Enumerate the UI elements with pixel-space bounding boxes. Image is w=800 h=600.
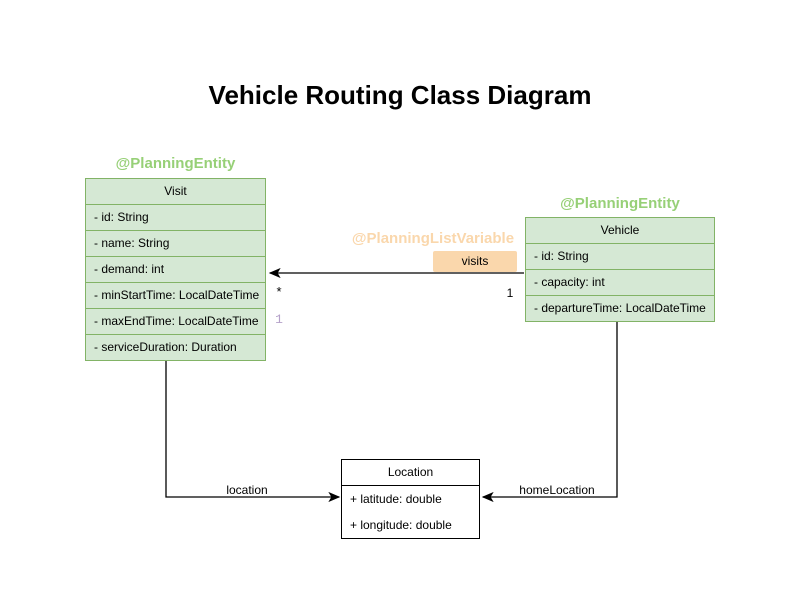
- visit-attribute-service-duration: - serviceDuration: Duration: [94, 340, 237, 354]
- planning-list-variable-annotation: @PlanningListVariable: [351, 230, 515, 247]
- vehicle-planning-entity-annotation: @PlanningEntity: [560, 195, 680, 212]
- visits-edge-label: visits: [433, 251, 517, 272]
- visit-attribute-demand: - demand: int: [86, 257, 265, 283]
- diagram-title: Vehicle Routing Class Diagram: [208, 80, 592, 110]
- home-location-edge: [483, 321, 618, 497]
- location-class-title: Location: [342, 460, 479, 486]
- vehicle-class: Vehicle - id: String - capacity: int - d…: [525, 217, 715, 322]
- visit-attribute-id: - id: String: [86, 205, 265, 231]
- location-edge-label: location: [226, 483, 268, 497]
- visits-multiplicity-one: 1: [506, 286, 514, 300]
- visit-class-title: Visit: [86, 179, 265, 205]
- visits-secondary-index-label: 1: [275, 312, 283, 327]
- visit-attribute-min-start-time: - minStartTime: LocalDateTime: [86, 283, 265, 309]
- home-location-edge-label: homeLocation: [519, 483, 595, 497]
- vehicle-attribute-capacity: - capacity: int: [526, 270, 714, 296]
- visit-planning-entity-annotation: @PlanningEntity: [115, 155, 236, 172]
- location-edge: [165, 360, 339, 497]
- vehicle-attribute-id: - id: String: [526, 244, 714, 270]
- visits-multiplicity-many: *: [276, 284, 282, 299]
- vehicle-attribute-departure-time: - departureTime: LocalDateTime: [534, 301, 706, 315]
- visit-attribute-max-end-time: - maxEndTime: LocalDateTime: [86, 309, 265, 335]
- visit-attribute-name: - name: String: [86, 231, 265, 257]
- location-attribute-latitude: + latitude: double: [350, 492, 442, 506]
- location-class: Location + latitude: double + longitude:…: [341, 459, 480, 539]
- location-attribute-longitude: + longitude: double: [350, 518, 452, 532]
- visit-class: Visit - id: String - name: String - dema…: [85, 178, 266, 361]
- vehicle-class-title: Vehicle: [526, 218, 714, 244]
